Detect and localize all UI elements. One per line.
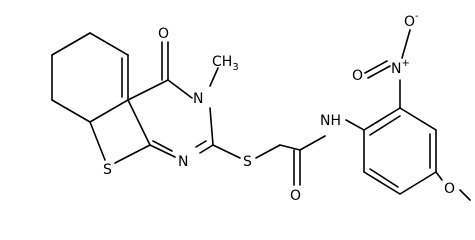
bond — [209, 107, 214, 146]
bond — [369, 115, 401, 136]
bond — [127, 99, 151, 146]
nitro-oxygen-up-label: O- — [404, 11, 419, 30]
nitro-oxygen-up-charge: - — [415, 11, 419, 22]
nitro-oxygen-up-text: O — [404, 14, 415, 30]
nitro-nitrogen-text: N — [391, 61, 401, 77]
bond — [435, 171, 443, 181]
n-methyl-nitrogen-label: N — [193, 91, 203, 107]
bond — [167, 79, 193, 99]
bond — [369, 168, 399, 188]
bond-lines — [51, 29, 471, 201]
bond — [152, 140, 173, 152]
bond — [299, 135, 326, 151]
bond — [209, 67, 219, 87]
bond — [367, 65, 391, 79]
bond — [114, 144, 151, 164]
bond — [51, 99, 91, 123]
molecule-structure: S N N O CH3 S O NH N+ O- O O — [51, 11, 471, 204]
bond — [363, 107, 401, 131]
bond — [51, 32, 91, 56]
amide-oxygen-label: O — [290, 188, 301, 204]
methoxy-oxygen-label: O — [444, 181, 455, 197]
bond — [399, 107, 437, 131]
bond — [89, 99, 129, 123]
bond — [364, 60, 388, 74]
bond — [363, 171, 401, 195]
bond — [89, 121, 106, 161]
bond — [199, 144, 214, 154]
thiophene-sulfur-label: S — [103, 162, 112, 178]
bond — [399, 171, 437, 195]
methyl-subscript: 3 — [232, 62, 238, 73]
carbonyl-oxygen-label: O — [158, 26, 169, 42]
bond — [279, 144, 301, 151]
methyl-label: CH3 — [212, 54, 239, 73]
nitro-nitrogen-charge: + — [401, 58, 409, 69]
bond — [401, 29, 411, 59]
ring-nitrogen-label: N — [178, 154, 188, 170]
bond — [459, 189, 471, 201]
bond — [127, 79, 169, 101]
bond — [255, 144, 281, 159]
bond — [149, 144, 176, 158]
thioether-sulfur-label: S — [243, 154, 252, 170]
bond — [345, 119, 365, 131]
nitro-oxygen-left-label: O — [352, 68, 363, 84]
amide-nh-label: NH — [320, 113, 341, 129]
bond — [212, 144, 241, 159]
methyl-text: CH — [212, 54, 232, 70]
atom-labels: S N N O CH3 S O NH N+ O- O O — [103, 11, 455, 204]
nitro-nitrogen-label: N+ — [391, 58, 410, 77]
bond — [195, 140, 207, 148]
bond — [89, 32, 129, 56]
